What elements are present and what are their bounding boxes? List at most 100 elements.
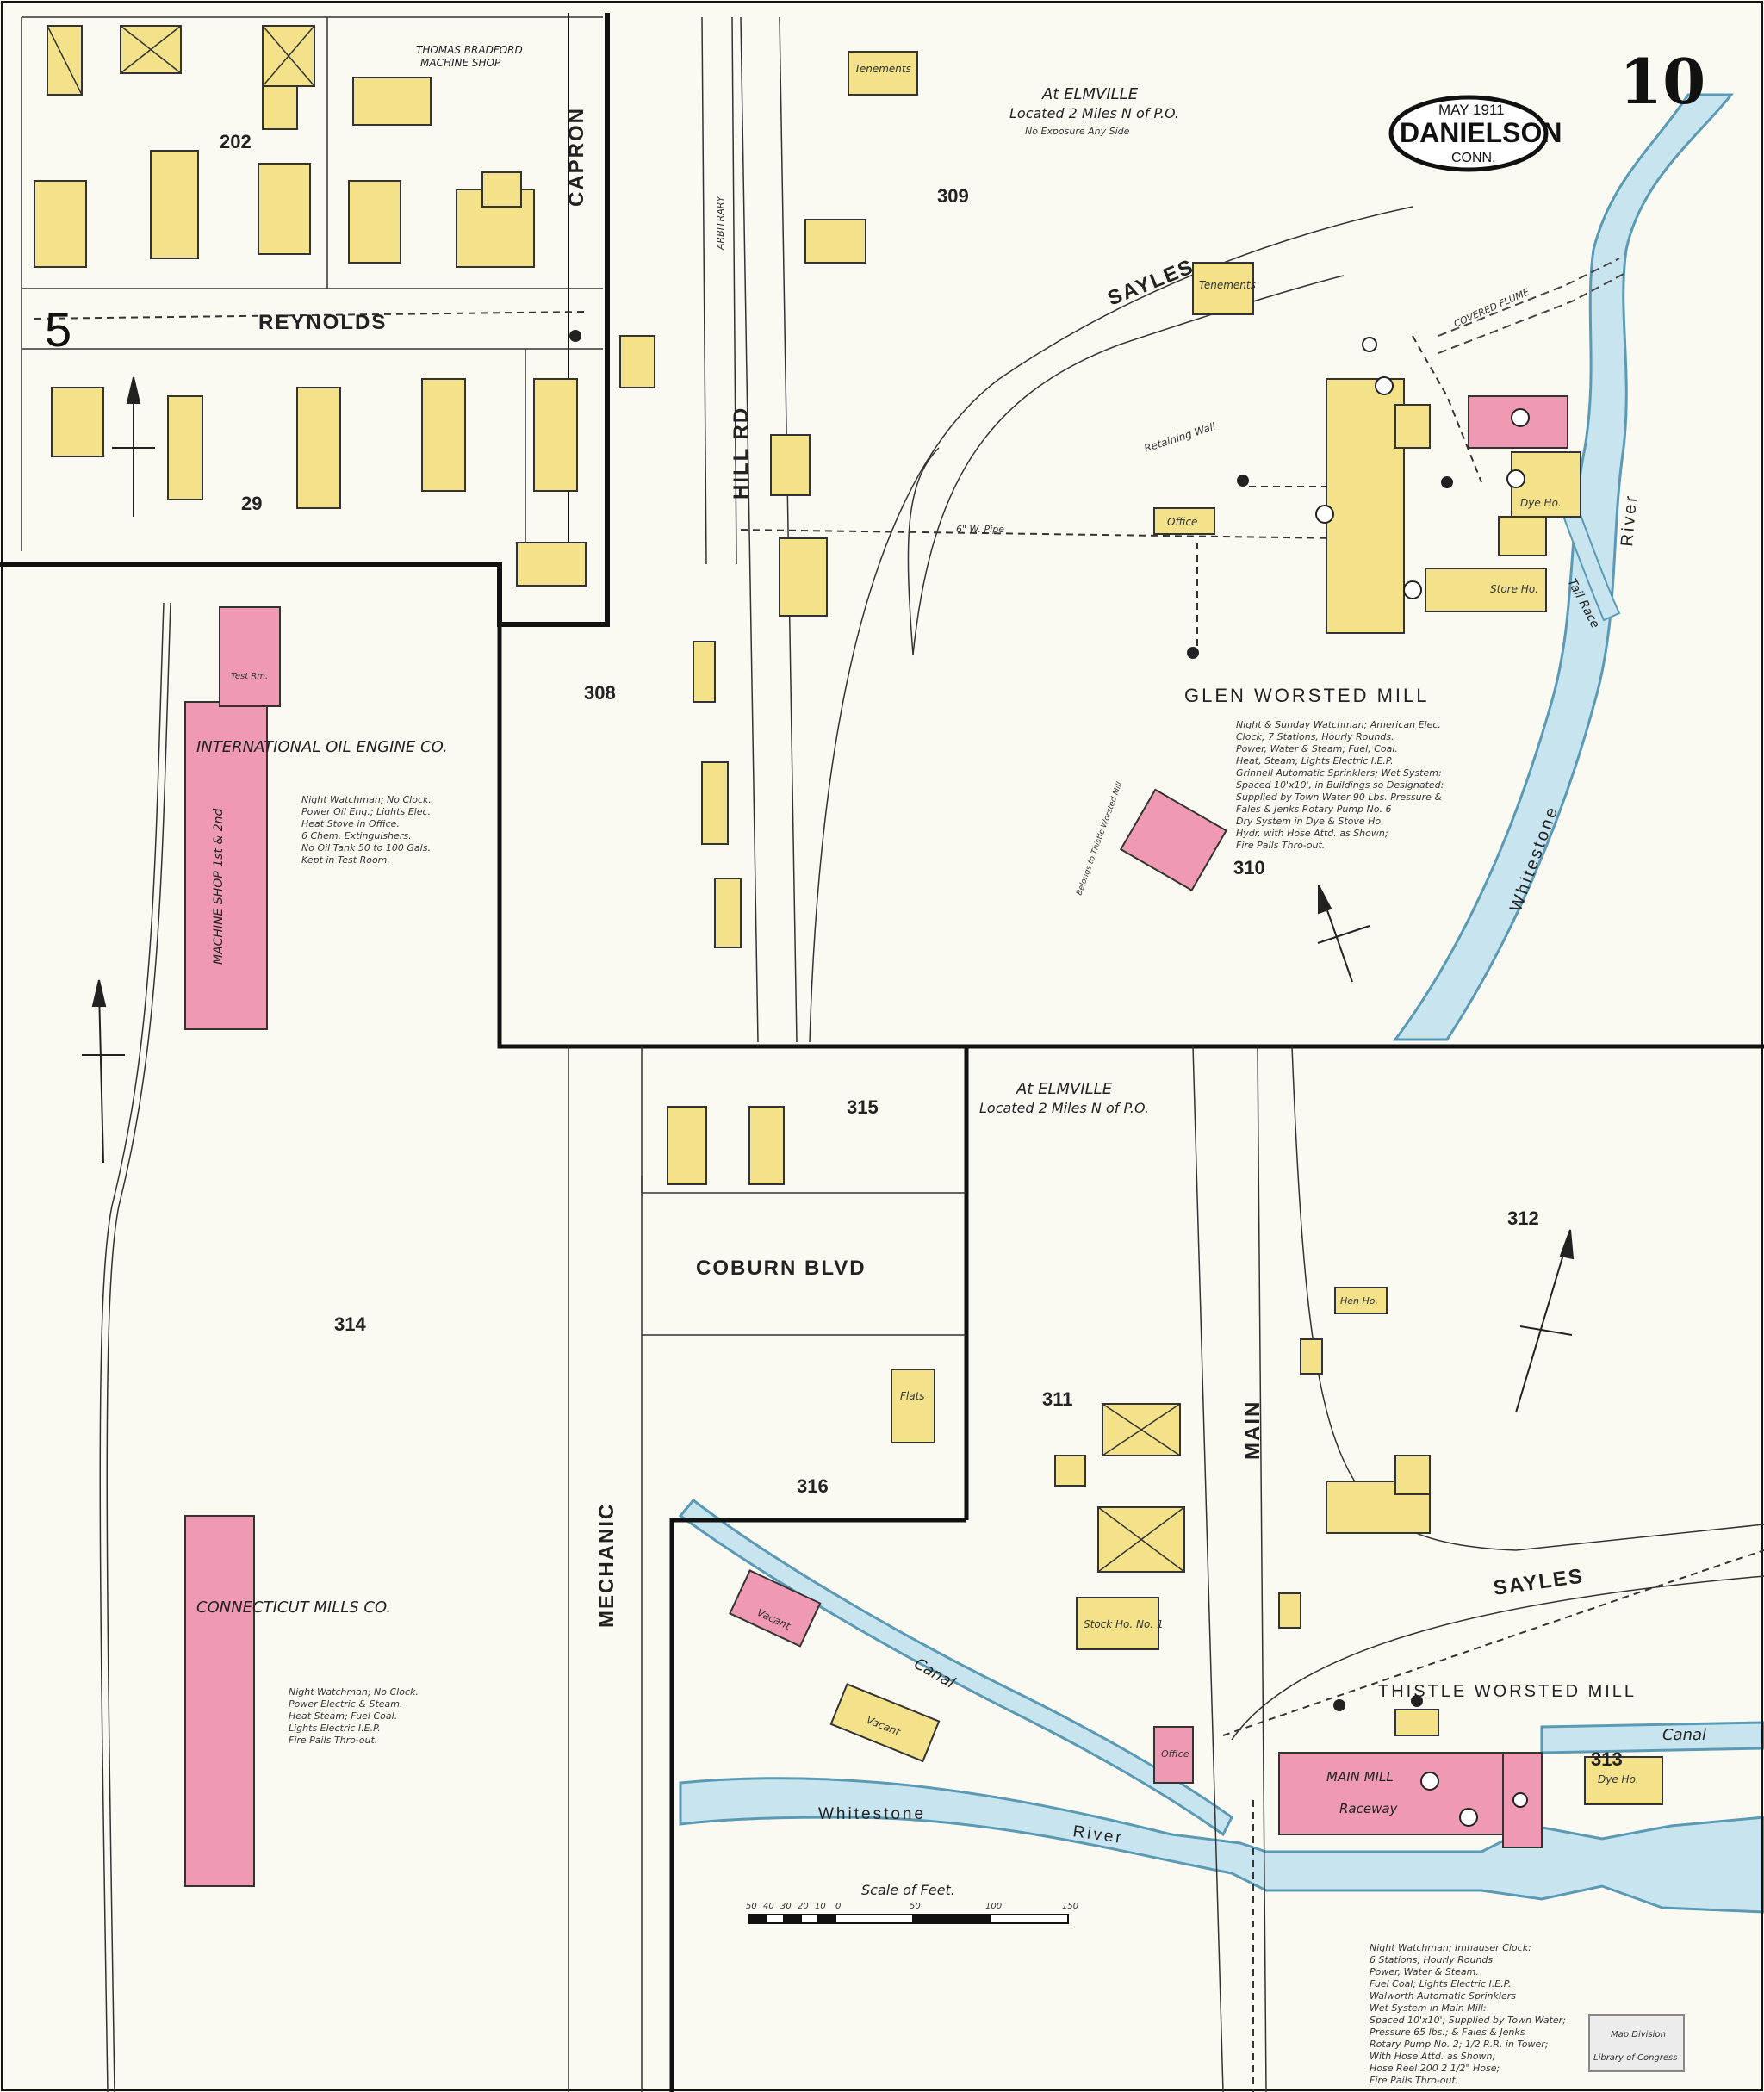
block-308: 308 — [584, 682, 616, 704]
block-315: 315 — [847, 1096, 879, 1118]
glen-mill-main — [1326, 378, 1405, 634]
international-name: INTERNATIONAL OIL ENGINE CO. — [196, 738, 448, 756]
thistle-note: Rotary Pump No. 2; 1/2 R.R. in Tower; — [1370, 2039, 1549, 2050]
label-raceway: Raceway — [1339, 1801, 1399, 1816]
bradford-sub: MACHINE SHOP — [420, 57, 501, 69]
scale-bar-graphic — [748, 1914, 1069, 1924]
north-arrows — [82, 376, 1575, 1413]
street-mechanic: MECHANIC — [595, 1503, 618, 1628]
glen-note: Power, Water & Steam; Fuel, Coal. — [1236, 743, 1398, 754]
block-313: 313 — [1591, 1748, 1623, 1770]
block-316: 316 — [797, 1475, 829, 1497]
whitestone-river-north — [1393, 93, 1735, 1041]
international-machine-shop — [184, 701, 268, 1030]
label-arbitrary: ARBITRARY — [715, 196, 726, 251]
thistle-note: Fuel Coal; Lights Electric I.E.P. — [1370, 1978, 1511, 1990]
thistle-note: Hose Reel 200 2 1/2" Hose; — [1370, 2063, 1500, 2074]
label-canal-b: Canal — [1662, 1726, 1706, 1744]
canal-west — [678, 1498, 1233, 1837]
label-flats: Flats — [900, 1390, 925, 1402]
glen-note: Hydr. with Hose Attd. as Shown; — [1236, 828, 1388, 839]
stamp-line1: Map Division — [1611, 2030, 1666, 2039]
international-note: Heat Stove in Office. — [301, 818, 400, 829]
thistle-mill-name: THISTLE WORSTED MILL — [1378, 1682, 1637, 1701]
label-test-rm: Test Rm. — [231, 672, 268, 681]
thistle-note: Night Watchman; Imhauser Clock: — [1370, 1942, 1531, 1953]
scale-tick: 10 — [815, 1902, 826, 1911]
stock-ho-1 — [1076, 1597, 1159, 1650]
thistle-main-mill-label: MAIN MILL — [1326, 1769, 1394, 1785]
label-hen-ho: Hen Ho. — [1340, 1295, 1378, 1307]
thistle-note: With Hose Attd. as Shown; — [1370, 2051, 1495, 2062]
tail-race — [1556, 493, 1621, 622]
street-reynolds: REYNOLDS — [258, 311, 387, 334]
stamp-line2: Library of Congress — [1593, 2053, 1677, 2063]
sheet-date: MAY 1911 — [1438, 102, 1505, 118]
label-river-n: River — [1618, 493, 1641, 547]
thistle-note: Power, Water & Steam. — [1370, 1966, 1479, 1977]
thistle-note: 6 Stations; Hourly Rounds. — [1370, 1954, 1496, 1965]
international-note: No Oil Tank 50 to 100 Gals. — [301, 842, 431, 854]
street-coburn-blvd: COBURN BLVD — [696, 1257, 866, 1280]
glen-note: Dry System in Dye & Stove Ho. — [1236, 816, 1384, 827]
label-dye-ho-s: Dye Ho. — [1598, 1773, 1639, 1785]
scale-ticks: 50 40 30 20 10 0 50 100 150 — [746, 1902, 1078, 1911]
thistle-note: Fire Pails Thro-out. — [1370, 2075, 1458, 2086]
hydrants — [569, 330, 1453, 1711]
glen-note: Heat, Steam; Lights Electric I.E.P. — [1236, 755, 1394, 767]
mill-fixtures — [1315, 337, 1530, 1827]
block-309: 309 — [937, 185, 969, 207]
glen-note: Fales & Jenks Rotary Pump No. 6 — [1236, 804, 1391, 815]
wood-buildings — [34, 25, 1663, 1805]
glen-note: Fire Pails Thro-out. — [1236, 840, 1325, 851]
international-notes: Night Watchman; No Clock. Power Oil Eng.… — [301, 794, 432, 866]
connecticut-note: Night Watchman; No Clock. — [289, 1686, 419, 1698]
adjoining-sheet: 5 — [45, 302, 71, 357]
scale-tick: 0 — [835, 1902, 841, 1911]
connecticut-note: Lights Electric I.E.P. — [289, 1723, 381, 1734]
scale-tick: 50 — [910, 1902, 921, 1911]
scale-tick: 100 — [985, 1902, 1002, 1911]
international-note: Night Watchman; No Clock. — [301, 794, 432, 805]
title-cartouche — [1388, 95, 1549, 172]
bradford-name: THOMAS BRADFORD — [416, 44, 523, 56]
label-dye-ho: Dye Ho. — [1520, 497, 1562, 509]
connecticut-mills — [184, 1515, 255, 1887]
street-main: MAIN — [1241, 1400, 1264, 1460]
connecticut-name: CONNECTICUT MILLS CO. — [196, 1598, 391, 1617]
glen-note: Supplied by Town Water 90 Lbs. Pressure … — [1236, 791, 1442, 803]
elmville-mid: At ELMVILLE — [1016, 1080, 1113, 1098]
sheet-number: 10 — [1619, 45, 1705, 118]
scale-tick: 30 — [780, 1902, 792, 1911]
connecticut-note: Power Electric & Steam. — [289, 1698, 403, 1710]
international-note: Kept in Test Room. — [301, 854, 390, 866]
library-stamp — [1588, 2014, 1685, 2072]
sheet-state: CONN. — [1451, 151, 1496, 165]
label-store-ho: Store Ho. — [1490, 583, 1538, 595]
thistle-note: Spaced 10'x10'; Supplied by Town Water; — [1370, 2014, 1566, 2026]
label-stock-ho: Stock Ho. No. 1 — [1084, 1618, 1164, 1630]
canal-east — [1540, 1721, 1764, 1754]
scale-title: Scale of Feet. — [861, 1882, 955, 1898]
elmville-top-sub: Located 2 Miles N of P.O. — [1009, 105, 1179, 121]
elmville-top-note: No Exposure Any Side — [1025, 126, 1130, 137]
block-310: 310 — [1233, 857, 1265, 878]
international-note: Power Oil Eng.; Lights Elec. — [301, 806, 431, 817]
whitestone-river-south — [679, 1777, 1764, 1914]
block-314: 314 — [334, 1313, 366, 1335]
covered-flume — [1438, 258, 1624, 354]
scale-tick: 20 — [798, 1902, 809, 1911]
scale-tick: 150 — [1062, 1902, 1078, 1911]
lot-lines — [21, 16, 1764, 2092]
glen-notes: Night & Sunday Watchman; American Elec. … — [1236, 719, 1444, 851]
label-whitestone-s: Whitestone — [818, 1805, 926, 1823]
label-office-n: Office — [1167, 516, 1197, 528]
elmville-top: At ELMVILLE — [1041, 85, 1139, 103]
block-312: 312 — [1507, 1207, 1539, 1229]
thistle-note: Pressure 65 lbs.; & Fales & Jenks — [1370, 2027, 1525, 2038]
glen-mill-name: GLEN WORSTED MILL — [1184, 685, 1429, 706]
label-tenements-a: Tenements — [854, 63, 911, 75]
x-markers — [47, 25, 1185, 1573]
street-hill-rd: HILL RD — [730, 407, 753, 500]
